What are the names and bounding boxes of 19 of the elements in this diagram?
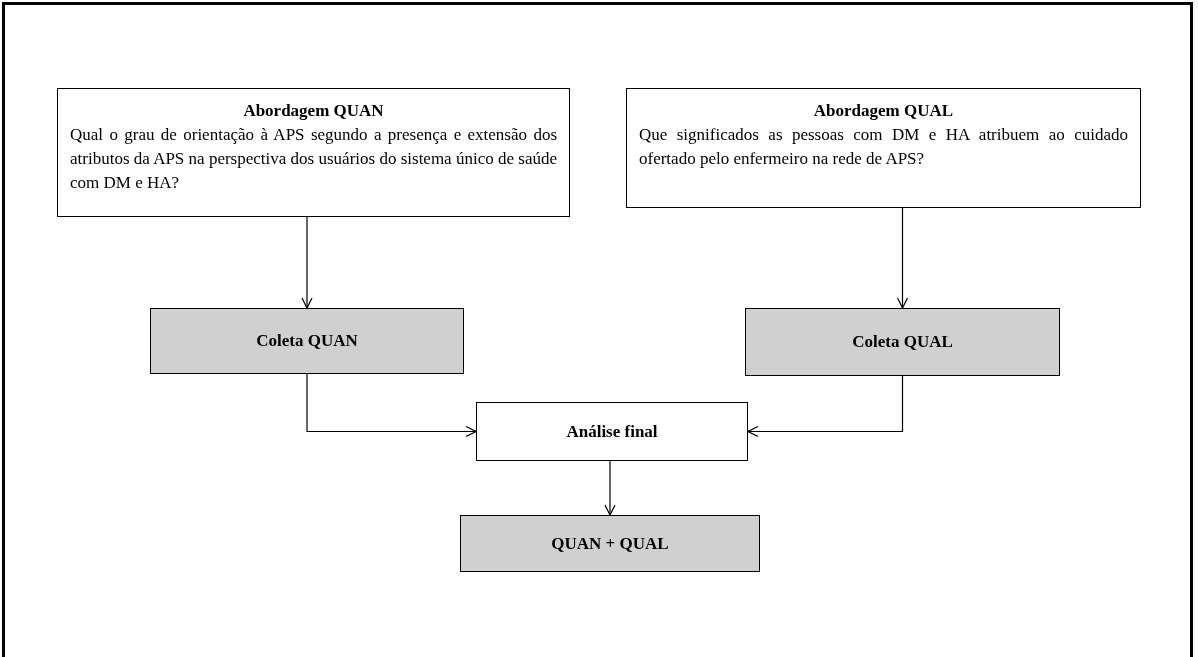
- question-text: Qual o grau de orientação à APS segundo a presença e extensão dos atributos da APS na perspectiva dos usuários do sistema único de saúde com DM e HA?: [70, 124, 557, 194]
- arrow: [604, 460, 616, 516]
- box-label: QUAN + QUAL: [551, 532, 669, 555]
- text-box: [57, 88, 570, 217]
- box-label: Análise final: [566, 420, 658, 443]
- process-box: [476, 402, 748, 461]
- arrow: [306, 373, 477, 438]
- question-text: Que significados as pessoas com DM e HA atribuem ao cuidado ofertado pelo enfermeiro na rede de APS?: [639, 124, 1128, 170]
- shaded-box: [745, 308, 1060, 376]
- arrow: [301, 216, 313, 309]
- box-label: Coleta QUAN: [256, 330, 358, 352]
- box-heading: Abordagem QUAL: [812, 100, 955, 122]
- shaded-box: [460, 515, 760, 572]
- arrow: [747, 375, 904, 438]
- box-label: Coleta QUAL: [852, 331, 953, 353]
- shaded-box: [150, 308, 464, 374]
- text-box: [626, 88, 1141, 208]
- box-heading: Abordagem QUAN: [242, 100, 385, 122]
- arrow: [896, 207, 909, 309]
